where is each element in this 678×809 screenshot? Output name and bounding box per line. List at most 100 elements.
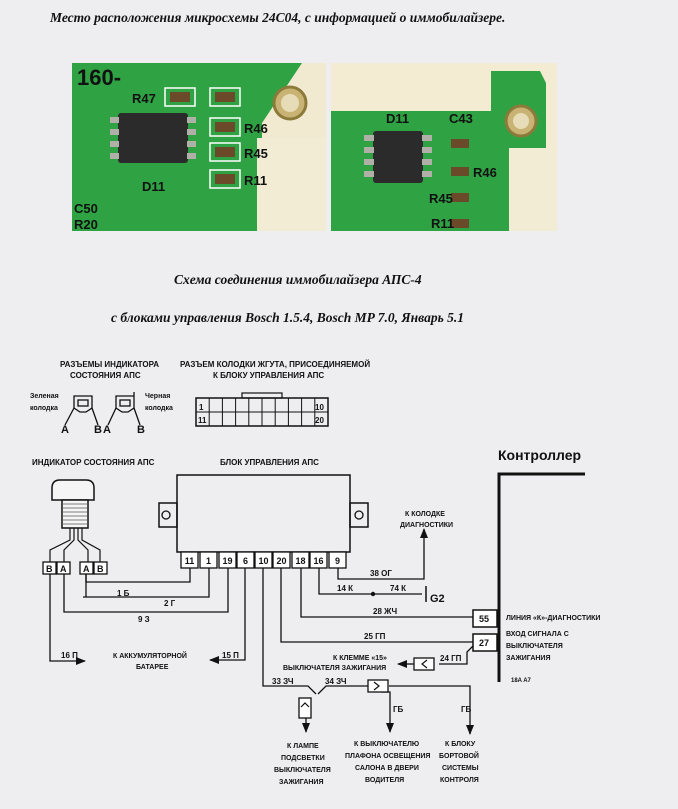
label: ВЫКЛЮЧАТЕЛЯ ЗАЖИГАНИЯ <box>283 665 386 672</box>
label: ДИАГНОСТИКИ <box>400 522 453 529</box>
lamp-connector-icon <box>298 697 312 719</box>
wire-label: 15 П <box>222 651 239 660</box>
cu-pin-label: 1 <box>206 556 211 566</box>
controller-title: Контроллер <box>498 447 581 463</box>
label: К КОЛОДКЕ <box>405 511 445 518</box>
wire-label: 34 ЗЧ <box>325 677 347 686</box>
label: К БЛОКУ <box>445 741 476 748</box>
harness-connector: РАЗЪЕМ КОЛОДКИ ЖГУТА, ПРИСОЕДИНЯЕМОЙ К Б… <box>180 360 370 427</box>
cu-pin-label: 6 <box>243 556 248 566</box>
label: РАЗЪЕМ КОЛОДКИ ЖГУТА, ПРИСОЕДИНЯЕМОЙ <box>180 360 370 369</box>
label: ВЫКЛЮЧАТЕЛЯ <box>274 767 331 774</box>
destinations: К КОЛОДКЕ ДИАГНОСТИКИ К АККУМУЛЯТОРНОЙ Б… <box>113 511 479 786</box>
indicator-connectors: РАЗЪЕМЫ ИНДИКАТОРА СОСТОЯНИЯ АПС Зеленая… <box>30 360 173 436</box>
cu-pin-label: 18 <box>295 556 305 566</box>
label: ВЫКЛЮЧАТЕЛЯ <box>506 643 563 650</box>
pcb-label: R46 <box>244 121 268 136</box>
label: ПЛАФОНА ОСВЕЩЕНИЯ <box>345 753 430 760</box>
door-connector-icon <box>367 679 389 693</box>
pcb-label: R46 <box>473 165 497 180</box>
label: БАТАРЕЕ <box>136 664 169 671</box>
label: ЗАЖИГАНИЯ <box>506 655 551 662</box>
wire-label: ГБ <box>393 705 404 714</box>
wire-label: ГБ <box>461 705 472 714</box>
pin-label: A <box>60 564 67 574</box>
pin-label: B <box>137 424 145 436</box>
ign-connector-icon <box>413 657 435 671</box>
label: 18A A7 <box>511 678 532 684</box>
label: БЛОК УПРАВЛЕНИЯ АПС <box>220 458 319 467</box>
label: СОСТОЯНИЯ АПС <box>70 371 141 380</box>
scheme-heading-line2: с блоками управления Bosch 1.5.4, Bosch … <box>111 310 465 325</box>
label: ВХОД СИГНАЛА С <box>506 631 569 638</box>
pcb-label: R11 <box>431 216 454 231</box>
pcb-marking: 160- <box>77 65 121 90</box>
green-connector-icon <box>73 395 93 413</box>
pcb-photo-left: 160- R47 R46 R45 R11 D11 C50 R20 <box>72 63 326 231</box>
black-connector-icon <box>115 392 135 413</box>
pin-label: A <box>83 564 90 574</box>
pin-label: 11 <box>198 416 207 425</box>
label: САЛОНА В ДВЕРИ <box>355 765 419 772</box>
scheme-heading-line1: Схема соединения иммобилайзера АПС-4 <box>174 272 422 287</box>
label: ЗАЖИГАНИЯ <box>279 779 324 786</box>
label: ЛИНИЯ «К»-ДИАГНОСТИКИ <box>506 615 600 622</box>
label: РАЗЪЕМЫ ИНДИКАТОРА <box>60 360 159 369</box>
label: К АККУМУЛЯТОРНОЙ <box>113 651 187 660</box>
cu-pin-label: 20 <box>276 556 286 566</box>
photos-heading: Место расположения микросхемы 24C04, с и… <box>50 10 506 25</box>
wire-label: 2 Г <box>164 599 176 608</box>
pcb-label: C50 <box>74 201 98 216</box>
wire-label: 33 ЗЧ <box>272 677 294 686</box>
pcb-label: D11 <box>142 179 165 194</box>
wiring-diagram: РАЗЪЕМЫ ИНДИКАТОРА СОСТОЯНИЯ АПС Зеленая… <box>30 360 600 786</box>
pcb-label: R45 <box>244 146 268 161</box>
pcb-photo-right: D11 C43 R46 R45 R11 <box>331 63 557 231</box>
label: ИНДИКАТОР СОСТОЯНИЯ АПС <box>32 458 155 467</box>
pcb-label: R45 <box>429 191 453 206</box>
wires <box>49 528 474 735</box>
wire-label: 16 П <box>61 651 78 660</box>
pin-label: 1 <box>199 403 204 412</box>
pcb-label: R47 <box>132 91 156 106</box>
pin-label: 10 <box>315 403 324 412</box>
pcb-label: C43 <box>449 111 473 126</box>
pcb-label: R20 <box>74 217 98 231</box>
label: ПОДСВЕТКИ <box>281 755 325 762</box>
cu-pin-label: 9 <box>335 556 340 566</box>
pin-label: 27 <box>479 638 489 648</box>
cu-pin-label: 16 <box>313 556 323 566</box>
label: К ЛАМПЕ <box>287 743 319 750</box>
wire-label: G2 <box>430 593 445 605</box>
wire-label: 24 ГП <box>440 654 462 663</box>
wire-label: 9 З <box>138 615 150 624</box>
pin-label: B <box>46 564 53 574</box>
wire-label: 14 К <box>337 584 353 593</box>
label: БОРТОВОЙ <box>439 751 479 760</box>
pin-label: B <box>97 564 104 574</box>
pin-label: A <box>103 424 111 436</box>
label: колодка <box>145 405 173 412</box>
pcb-label: R11 <box>244 173 267 188</box>
label: ВОДИТЕЛЯ <box>365 777 404 784</box>
pin-label: 55 <box>479 614 489 624</box>
wire-label: 25 ГП <box>364 632 386 641</box>
status-indicator: ИНДИКАТОР СОСТОЯНИЯ АПС B A A B <box>32 458 155 575</box>
wire-labels: 38 ОГ 14 К 74 К G2 28 ЖЧ 25 ГП 24 ГП 1 Б… <box>61 569 472 714</box>
splice-dot <box>370 591 376 597</box>
wire-label: 38 ОГ <box>370 569 392 578</box>
label: колодка <box>30 405 58 412</box>
label: СИСТЕМЫ <box>442 765 479 772</box>
label: К БЛОКУ УПРАВЛЕНИЯ АПС <box>213 371 324 380</box>
pin-label: 20 <box>315 416 324 425</box>
label: К КЛЕММЕ «15» <box>333 655 387 662</box>
cu-pin-label: 11 <box>185 556 195 566</box>
wire-label: 28 ЖЧ <box>373 607 397 616</box>
label: К ВЫКЛЮЧАТЕЛЮ <box>354 741 419 748</box>
label: Черная <box>145 393 170 400</box>
cu-pin-label: 10 <box>258 556 268 566</box>
pcb-label: D11 <box>386 111 409 126</box>
cu-pin-label: 19 <box>222 556 232 566</box>
wire-label: 1 Б <box>117 589 130 598</box>
